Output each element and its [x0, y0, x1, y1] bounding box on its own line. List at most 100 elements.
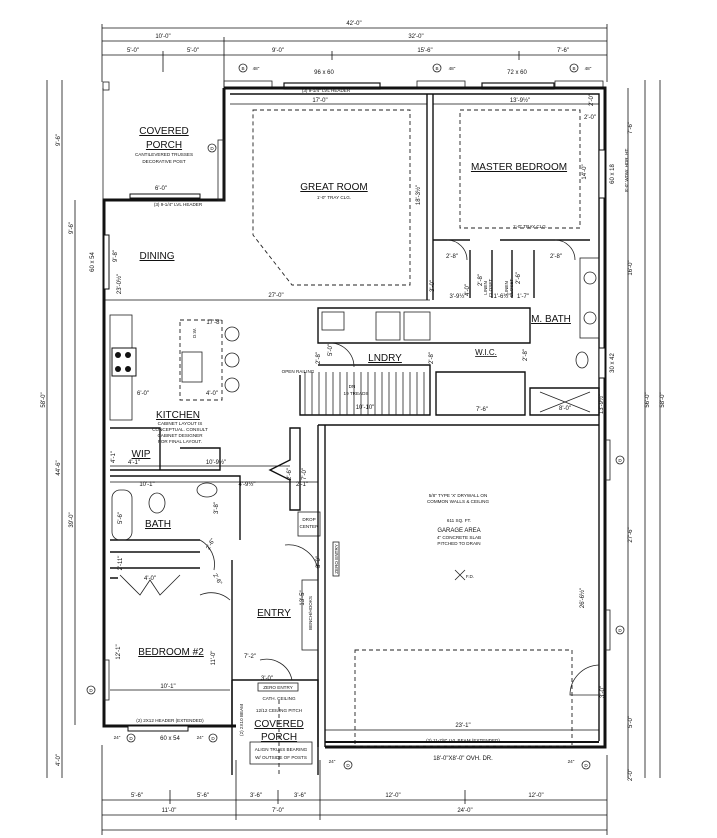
dim-interior: 3'-0": [430, 280, 436, 292]
dim-interior: 1'-6½": [494, 293, 511, 300]
room-label-covered-porch: COVERED: [139, 126, 188, 137]
room-label-entry: ENTRY: [257, 608, 291, 619]
window-size: 24": [114, 735, 121, 740]
walls: [102, 81, 611, 775]
dim-interior: 23'-1": [455, 723, 470, 729]
dim-interior: 3'-8": [214, 502, 220, 514]
dim-interior: 2'-11": [118, 556, 124, 571]
dim-bottom: 7'-0": [272, 808, 284, 814]
note: 8'-0" WDW. HDR. HT.: [624, 148, 629, 192]
note: DN: [349, 384, 356, 389]
window-size: 24": [329, 759, 336, 764]
note: CONCEPTUAL. CONSULT: [152, 427, 208, 432]
dim-top: 10'-0": [155, 34, 170, 40]
dim-interior: 1'-7": [517, 294, 529, 300]
note: CLOSET: [509, 279, 514, 298]
sink-icon: [196, 482, 218, 498]
note: 19 TREADS: [344, 391, 369, 396]
zero-entry-box: [257, 682, 299, 692]
room-label-master-bedroom: MASTER BEDROOM: [471, 162, 567, 173]
room-label-m-bath: M. BATH: [531, 314, 571, 325]
window-size: 48": [449, 66, 456, 71]
window-size: 60 x 54: [90, 251, 96, 271]
dim-top: 15'-6": [417, 48, 432, 54]
dim-interior: 10'-9½": [206, 459, 226, 466]
room-label-wic: W.I.C.: [475, 348, 497, 357]
note: 1'-0" TRAY CLG.: [513, 224, 547, 229]
room-labels: COVERED PORCH CANTILEVERED TRUSSES DECOR…: [132, 126, 571, 760]
note: 611 SQ. FT.: [447, 518, 471, 523]
room-label-bedroom-2: BEDROOM #2: [138, 647, 204, 658]
dim-bottom: 11'-0": [162, 808, 177, 814]
dim-left: 9'-6": [56, 134, 62, 146]
note: DROP: [302, 517, 315, 522]
note: CLOSET: [488, 279, 493, 298]
toilet-icon: [575, 351, 589, 369]
laundry-sink-icon: [321, 311, 345, 331]
dim-interior: 13'-5": [300, 590, 306, 605]
note: F.D.: [466, 574, 474, 579]
window-labels: 60 x 18 60 x 54 30 x 42 60 x 54 24" D 24…: [86, 143, 625, 770]
note: ZERO ENTRY: [334, 544, 339, 574]
stairs: [304, 372, 425, 415]
dim-interior: 2'-0": [589, 94, 595, 106]
note: (2) 11-7/8" LVL BEAM (EXTENDED): [426, 738, 500, 743]
note: 5/8" TYPE 'X' DRYWALL ON: [429, 493, 488, 498]
align-truss-box: [249, 741, 313, 765]
dim-interior: 2'-6": [206, 538, 217, 551]
note: OPEN RAILING: [282, 369, 315, 374]
dim-overall-width: 42'-0": [346, 21, 361, 27]
dim-left: 44'-6": [56, 460, 62, 475]
note: ALIGN TRUSS BEARING: [255, 747, 308, 752]
dim-bottom: 5'-6": [131, 793, 143, 799]
dim-interior: 3'-0": [261, 676, 273, 682]
dim-top: 5'-0": [127, 48, 139, 54]
dim-left: 4'-0": [56, 754, 62, 766]
dim-interior: 10'-1": [160, 684, 175, 690]
dim-bottom: 3'-6": [294, 793, 306, 799]
dim-interior: 9'-8": [113, 250, 119, 262]
room-label-laundry: LNDRY: [368, 353, 402, 364]
note: 12/12 CEILING PITCH: [256, 708, 302, 713]
window-size: 48": [585, 66, 592, 71]
dim-interior: 3'-9½": [450, 293, 467, 300]
room-label-bath: BATH: [145, 519, 171, 530]
dim-interior: 6'-0": [137, 391, 149, 397]
window-tag-label: D: [129, 736, 133, 741]
dim-interior: 12'-1": [116, 644, 122, 659]
window-size: 48": [253, 66, 260, 71]
window-size: 60 x 54: [160, 736, 180, 742]
note: CABINET DESIGNER: [157, 433, 203, 438]
stool-icon: [224, 377, 240, 393]
dim-right: 27'-6": [628, 527, 634, 542]
note: CANTILEVERED TRUSSES: [135, 152, 193, 157]
dim-interior: 5'-6": [118, 512, 124, 524]
stool-icon: [224, 352, 240, 368]
window-tag-label: D: [618, 628, 622, 633]
note: LINEN: [504, 281, 509, 295]
dim-interior: 4'-1": [128, 460, 140, 466]
dim-interior: 5'-0": [328, 344, 334, 356]
note: (3) 9-1/4" LVL HEADER: [154, 202, 203, 207]
dim-interior: 4'-9½": [239, 481, 256, 488]
dim-bottom: 12'-0": [385, 793, 400, 799]
room-label-great-room: GREAT ROOM: [300, 182, 367, 193]
dim-bottom: 3'-6": [250, 793, 262, 799]
dim-right: 16'-0": [628, 260, 634, 275]
notes: (3) 9-1/4" LVL HEADER (3) 9-1/4" LVL HEA…: [136, 88, 629, 762]
washer-icon: [375, 311, 401, 341]
note: CENTER: [300, 524, 320, 529]
kitchen-island: [179, 319, 223, 401]
window-tag-label: D: [584, 763, 588, 768]
dim-right: 56'-0": [645, 392, 651, 407]
stool-icon: [224, 326, 240, 342]
dim-bottom: 24'-0": [457, 808, 472, 814]
dim-bottom: 5'-6": [197, 793, 209, 799]
note: 18'-0"X8'-0" OVH. DR.: [433, 756, 493, 762]
dim-interior: 4'-0": [465, 284, 471, 296]
dim-interior: 27'-0": [268, 293, 283, 299]
dim-left: 58'-0": [41, 392, 47, 407]
window-tag-label: B: [241, 66, 244, 71]
room-label-garage: GARAGE AREA: [437, 528, 480, 534]
